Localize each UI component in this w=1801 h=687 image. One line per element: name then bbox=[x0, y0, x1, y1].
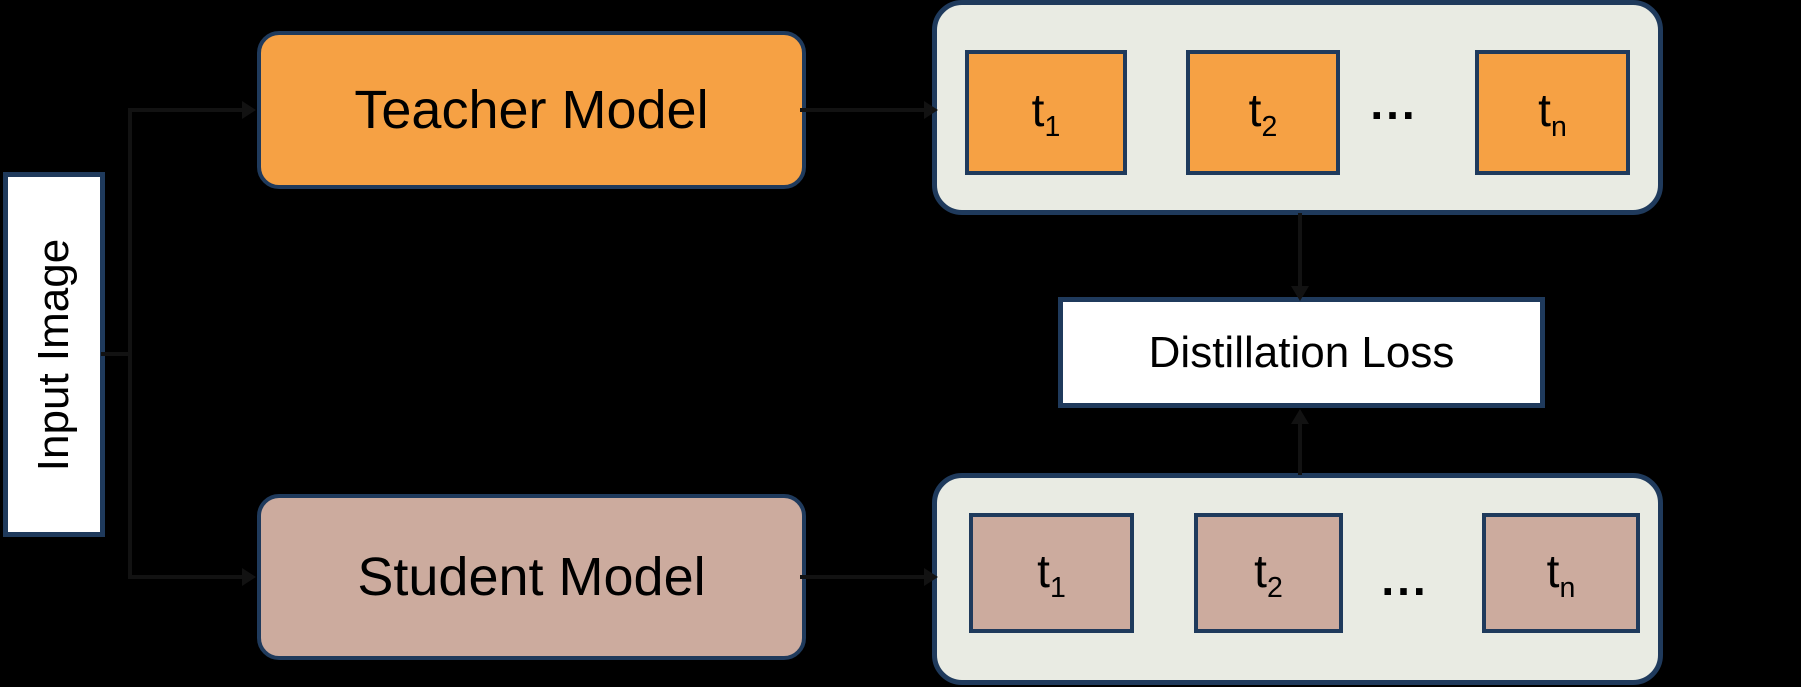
distillation-loss-box: Distillation Loss bbox=[1058, 297, 1545, 408]
arrow-input-to-teacher bbox=[101, 101, 256, 356]
arrow-teacher-to-output bbox=[800, 101, 938, 119]
arrow-input-to-student bbox=[128, 354, 256, 586]
student-model-box: Student Model bbox=[257, 494, 806, 660]
student-token-tn: tn bbox=[1482, 513, 1640, 633]
arrow-student-to-output bbox=[800, 568, 938, 586]
arrow-student-output-to-loss bbox=[1291, 409, 1309, 475]
teacher-token-t2: t2 bbox=[1186, 50, 1340, 175]
student-model-label: Student Model bbox=[357, 547, 706, 607]
teacher-token-t1: t1 bbox=[965, 50, 1127, 175]
student-token-t1-label: t1 bbox=[1037, 544, 1066, 604]
teacher-model-label: Teacher Model bbox=[354, 80, 709, 140]
input-image-box: Input Image bbox=[3, 172, 105, 537]
teacher-token-tn: tn bbox=[1475, 50, 1630, 175]
teacher-tokens-ellipsis: ... bbox=[1370, 77, 1418, 129]
teacher-token-t1-label: t1 bbox=[1031, 84, 1061, 144]
teacher-model-box: Teacher Model bbox=[257, 31, 806, 189]
input-image-label: Input Image bbox=[29, 238, 78, 471]
student-token-tn-label: tn bbox=[1546, 544, 1576, 604]
teacher-token-t2-label: t2 bbox=[1248, 84, 1278, 144]
student-tokens-ellipsis: ... bbox=[1381, 553, 1429, 605]
student-token-t2: t2 bbox=[1194, 513, 1343, 633]
arrow-teacher-output-to-loss bbox=[1291, 213, 1309, 301]
distillation-loss-label: Distillation Loss bbox=[1148, 327, 1455, 377]
teacher-token-tn-label: tn bbox=[1538, 84, 1567, 144]
student-token-t1: t1 bbox=[969, 513, 1134, 633]
student-token-t2-label: t2 bbox=[1254, 544, 1283, 604]
